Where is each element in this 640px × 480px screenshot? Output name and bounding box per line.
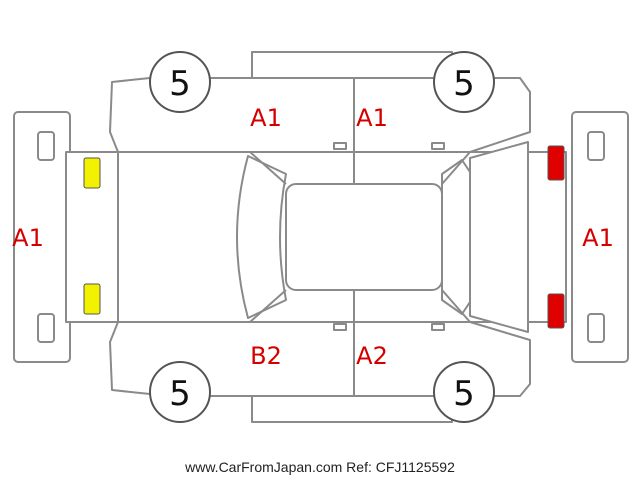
rear-light-bottom (547, 293, 565, 329)
tire-top-left: 5 (149, 51, 211, 113)
tire-bottom-right-value: 5 (453, 374, 475, 414)
lower-side-panel (109, 321, 531, 423)
tire-top-left-value: 5 (169, 64, 191, 104)
bottom-right-door-damage-label: A2 (356, 342, 388, 370)
car-top-view (65, 141, 567, 333)
rear-bumper (571, 111, 629, 363)
tire-top-right: 5 (433, 51, 495, 113)
upper-side-panel (109, 51, 531, 153)
tire-bottom-right: 5 (433, 361, 495, 423)
rear-light-top (547, 145, 565, 181)
footer-reference: www.CarFromJapan.com Ref: CFJ1125592 (184, 459, 455, 475)
rear-bumper-damage-label: A1 (582, 224, 614, 252)
bottom-left-door-damage-label: B2 (250, 342, 282, 370)
tire-bottom-left-value: 5 (169, 374, 191, 414)
top-left-door-damage-label: A1 (250, 104, 282, 132)
front-light-bottom (83, 283, 101, 315)
top-right-door-damage-label: A1 (356, 104, 388, 132)
tire-bottom-left: 5 (149, 361, 211, 423)
tire-top-right-value: 5 (453, 64, 475, 104)
front-light-top (83, 157, 101, 189)
front-bumper-damage-label: A1 (12, 224, 44, 252)
